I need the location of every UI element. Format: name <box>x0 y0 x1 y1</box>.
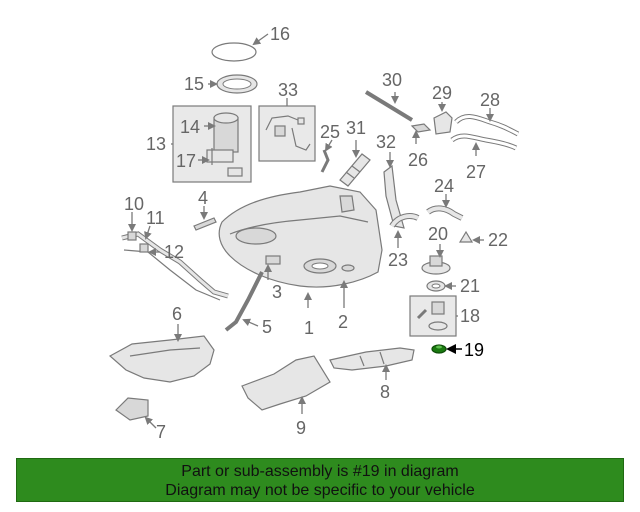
part-7-bracket <box>115 397 149 421</box>
callout-3[interactable]: 3 <box>272 282 282 302</box>
part-8-shield <box>329 347 415 371</box>
part-31-filler-hose <box>339 153 371 187</box>
callout-21[interactable]: 21 <box>460 276 480 296</box>
callout-labels: 16 15 33 30 29 28 14 13 17 25 31 32 26 2… <box>124 24 508 442</box>
callout-14[interactable]: 14 <box>180 117 200 137</box>
part-10-12-pipe-assembly <box>121 231 229 301</box>
banner-line-1: Part or sub-assembly is #19 in diagram <box>181 463 459 480</box>
callout-8[interactable]: 8 <box>380 382 390 402</box>
callout-24[interactable]: 24 <box>434 176 454 196</box>
part-33-sender-box <box>258 105 316 162</box>
callout-7[interactable]: 7 <box>156 422 166 442</box>
part-18-box <box>409 295 457 337</box>
callout-1[interactable]: 1 <box>304 318 314 338</box>
callout-18[interactable]: 18 <box>460 306 480 326</box>
part-9-shield <box>241 355 331 411</box>
callout-9[interactable]: 9 <box>296 418 306 438</box>
part-23-hose <box>389 213 420 228</box>
parts-diagram: 16 15 33 30 29 28 14 13 17 25 31 32 26 2… <box>108 24 520 442</box>
callout-17[interactable]: 17 <box>176 151 196 171</box>
part-25-pipe <box>320 149 330 173</box>
part-27-hose <box>450 133 518 151</box>
part-30-rod <box>364 90 414 122</box>
callout-4[interactable]: 4 <box>198 188 208 208</box>
part-24-hose <box>426 205 464 221</box>
part-19-highlighted <box>431 344 447 354</box>
callout-11[interactable]: 11 <box>146 208 165 228</box>
part-1-fuel-tank <box>218 185 383 288</box>
part-22-cap <box>458 230 474 243</box>
part-26-clip <box>410 123 432 133</box>
part-15-lock-ring <box>216 74 258 94</box>
part-6-cover <box>108 335 215 383</box>
info-banner: Part or sub-assembly is #19 in diagram D… <box>16 458 624 502</box>
part-21-ring <box>426 280 446 292</box>
callout-26[interactable]: 26 <box>408 150 428 170</box>
callout-28[interactable]: 28 <box>480 90 500 110</box>
callout-5[interactable]: 5 <box>262 317 272 337</box>
part-28-hose <box>454 114 520 137</box>
callout-29[interactable]: 29 <box>432 83 452 103</box>
callout-27[interactable]: 27 <box>466 162 486 182</box>
part-16-gasket-ring <box>211 42 257 62</box>
banner-line-2: Diagram may not be specific to your vehi… <box>165 482 475 499</box>
callout-16[interactable]: 16 <box>270 24 290 44</box>
callout-10[interactable]: 10 <box>124 194 144 214</box>
callout-15[interactable]: 15 <box>184 74 204 94</box>
callout-2[interactable]: 2 <box>338 312 348 332</box>
part-13-fuel-pump-box <box>172 105 252 183</box>
callout-20[interactable]: 20 <box>428 224 448 244</box>
callout-23[interactable]: 23 <box>388 250 408 270</box>
part-4-pad <box>193 217 217 231</box>
callout-25[interactable]: 25 <box>320 122 340 142</box>
part-5-pipe <box>224 271 264 332</box>
part-20-pump <box>421 255 451 275</box>
callout-13[interactable]: 13 <box>146 134 166 154</box>
callout-12[interactable]: 12 <box>164 242 184 262</box>
callout-30[interactable]: 30 <box>382 70 402 90</box>
callout-31[interactable]: 31 <box>346 118 366 138</box>
callout-22[interactable]: 22 <box>488 230 508 250</box>
callout-32[interactable]: 32 <box>376 132 396 152</box>
leader-lines <box>128 33 494 429</box>
part-29-valve <box>433 111 453 135</box>
callout-19[interactable]: 19 <box>464 340 484 360</box>
callout-6[interactable]: 6 <box>172 304 182 324</box>
callout-33[interactable]: 33 <box>278 80 298 100</box>
